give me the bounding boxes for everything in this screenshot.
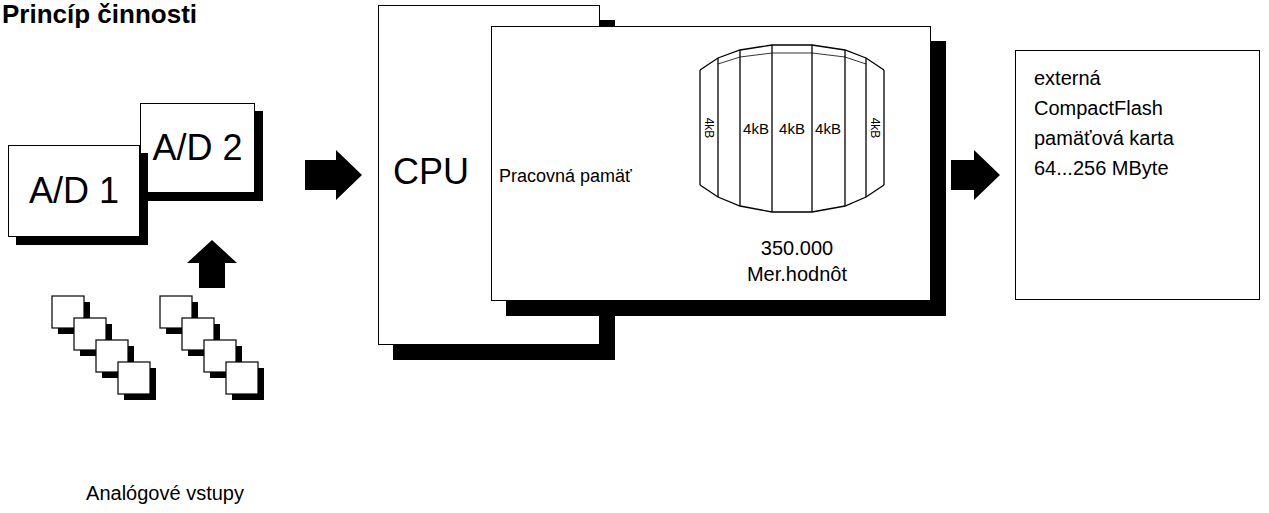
block-size-label: 4kB: [703, 118, 715, 139]
block-size-label: 4kB: [815, 121, 841, 136]
buffer-panel-edge: [844, 50, 845, 206]
cpu-box: CPUPracovná pamäť350.000 Mer.hodnôt: [378, 5, 600, 345]
card-box: externá CompactFlash pamäťová karta 64..…: [1015, 50, 1260, 300]
node-text: A/D 1: [29, 170, 119, 211]
inputs-caption: Analógové vstupy: [86, 483, 244, 503]
input-square: [226, 362, 258, 394]
flow-arrow: [951, 150, 1000, 200]
flow-arrow: [305, 150, 362, 200]
input-square: [118, 362, 150, 394]
up-arrow: [187, 240, 237, 288]
buffer-panel-edge: [699, 70, 700, 185]
block-size-label: 4kB: [869, 118, 881, 139]
buffer-panel-edge: [811, 45, 812, 212]
node-text: Pracovná pamäť: [499, 166, 632, 187]
block-size-label: 4kB: [779, 121, 805, 136]
buffer-panel-edge: [883, 70, 884, 185]
block-size-label: 4kB: [743, 121, 769, 136]
converter-box: A/D 1: [8, 145, 140, 237]
node-text: 350.000 Mer.hodnôt: [732, 235, 862, 287]
buffer-panel-edge: [771, 45, 772, 212]
buffer-panel-edge: [865, 58, 866, 197]
node-text: externá CompactFlash pamäťová karta 64..…: [1034, 63, 1234, 183]
buffer-panel-edge: [739, 50, 740, 206]
title: Princíp činnosti: [2, 0, 197, 30]
memory-box: Pracovná pamäť 350.000 Mer.hodnôt: [491, 26, 931, 301]
converter-box: A/D 2: [140, 103, 255, 193]
buffer-panel-edge: [717, 58, 718, 197]
node-text: CPU: [393, 151, 469, 192]
node-text: A/D 2: [152, 127, 242, 168]
